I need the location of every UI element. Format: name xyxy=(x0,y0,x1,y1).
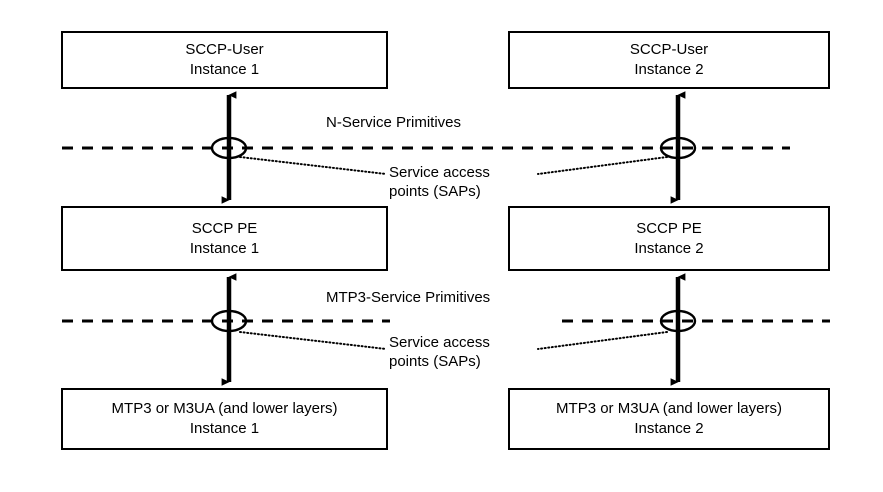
label-mtp3-service-primitives: MTP3-Service Primitives xyxy=(326,289,491,306)
box-sccp-pe-1-line2: Instance 1 xyxy=(189,239,260,257)
label-n-service-primitives: N-Service Primitives xyxy=(326,114,462,131)
box-sccp-user-2-line2: Instance 2 xyxy=(634,61,704,78)
box-sccp-user-1[interactable]: SCCP-User Instance 1 xyxy=(61,31,388,89)
box-sccp-user-2[interactable]: SCCP-User Instance 2 xyxy=(508,31,830,89)
box-mtp3-2-line2: Instance 2 xyxy=(634,420,704,437)
box-mtp3-2[interactable]: MTP3 or M3UA (and lower layers) Instance… xyxy=(508,388,830,450)
label-sap-lower-line1: Service access xyxy=(389,334,490,351)
box-sccp-user-1-line1: SCCP-User xyxy=(185,41,264,58)
box-mtp3-1-line2: Instance 1 xyxy=(189,420,260,437)
sap-marker-upper-left xyxy=(210,136,248,160)
box-sccp-pe-1[interactable]: SCCP PE Instance 1 xyxy=(61,206,388,271)
box-mtp3-2-line1: MTP3 or M3UA (and lower layers) xyxy=(556,400,782,417)
box-mtp3-1-line1: MTP3 or M3UA (and lower layers) xyxy=(111,400,338,417)
label-sap-lower-line2: points (SAPs) xyxy=(389,353,481,370)
box-sccp-pe-1-line1: SCCP PE xyxy=(191,219,258,237)
label-sap-upper-line1: Service access xyxy=(389,164,490,181)
box-sccp-user-1-line2: Instance 1 xyxy=(189,61,260,78)
box-sccp-user-2-line1: SCCP-User xyxy=(629,41,709,58)
box-sccp-pe-2-line2: Instance 2 xyxy=(634,239,704,257)
sap-marker-lower-right xyxy=(659,309,697,333)
sap-marker-lower-left xyxy=(210,309,248,333)
box-sccp-pe-2[interactable]: SCCP PE Instance 2 xyxy=(508,206,830,271)
leader-upper-left xyxy=(239,156,387,175)
label-sap-upper-line2: points (SAPs) xyxy=(389,183,481,200)
box-sccp-pe-2-line1: SCCP PE xyxy=(636,219,702,237)
leader-upper-right xyxy=(537,156,668,175)
box-mtp3-1[interactable]: MTP3 or M3UA (and lower layers) Instance… xyxy=(61,388,388,450)
leader-lower-right xyxy=(537,331,668,350)
leader-lower-left xyxy=(239,331,387,350)
sap-marker-upper-right xyxy=(659,136,697,160)
